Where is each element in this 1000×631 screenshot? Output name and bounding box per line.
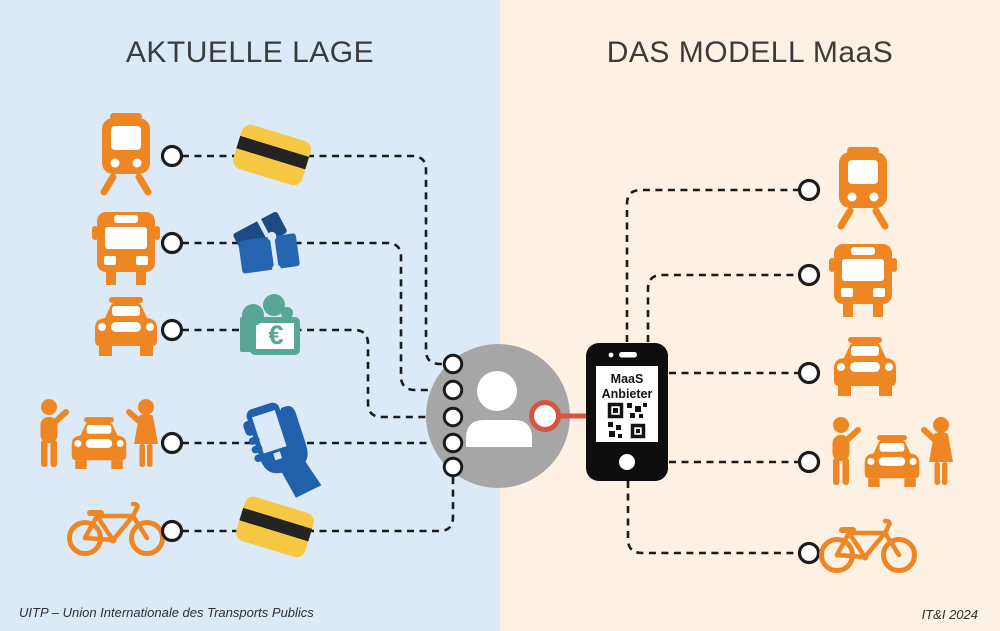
provider-label-line1: MaaS [610,372,644,386]
man-icon [833,417,859,485]
connector-dot [797,263,821,287]
bus-icon [829,244,897,317]
bicycle-icon [822,521,915,571]
line-car-to-user [182,328,444,419]
hand-smartphone-icon [243,402,322,498]
line-tram-to-user [182,154,444,366]
connector-dot [797,361,821,385]
connector-dot [160,519,184,543]
line-bike-to-user [182,477,455,533]
connector-dot [797,450,821,474]
user-icon [426,344,570,488]
bicycle-icon [70,504,163,554]
car-icon [95,297,157,356]
paper-ticket-icon [233,211,300,274]
maas-provider-label: MaaS Anbieter [586,372,668,402]
connector-dot [442,379,464,401]
connector-dot [160,231,184,255]
connector-dot [442,456,464,478]
car-icon [834,337,896,396]
right-connector-dots [797,178,821,565]
credit-card-icon [230,122,314,188]
provider-label-line2: Anbieter [601,387,653,401]
speaker-icon [619,352,637,358]
right-title: DAS MODELL MaaS [606,36,894,69]
carpool-icon [41,399,159,469]
smartphone-icon [586,343,668,481]
credit-card-icon [233,494,317,560]
euro-symbol: € [268,320,283,350]
connector-dot [442,353,464,375]
home-button-icon [619,454,635,470]
tram-icon [102,113,150,192]
line-phone-to-bus [646,273,799,342]
connector-dot [797,541,821,565]
left-title: AKTUELLE LAGE [125,36,375,69]
right-background [500,0,1000,631]
carpool-icon [833,417,954,487]
cash-euro-icon: € [240,294,300,355]
woman-icon [129,399,158,467]
connector-dot [160,318,184,342]
man-icon [41,399,67,467]
car-icon [864,435,920,487]
connection-lines [182,154,799,555]
connector-dot [442,406,464,428]
tram-icon [839,147,887,226]
connector-dot [442,432,464,454]
connector-dot [160,431,184,455]
qr-code-icon [607,402,647,439]
link-circle-icon [529,400,588,432]
left-connector-dots [160,144,184,543]
woman-icon [924,417,953,485]
line-phone-to-bike [626,481,799,555]
footer-source: IT&I 2024 [921,607,978,622]
line-bus-to-user [182,241,444,392]
connector-dot [160,144,184,168]
car-icon [71,417,127,469]
connector-dot [797,178,821,202]
camera-dot-icon [608,352,614,358]
footer-attribution: UITP – Union Internationale des Transpor… [19,605,314,620]
line-phone-to-tram [625,188,799,342]
bus-icon [92,212,160,285]
